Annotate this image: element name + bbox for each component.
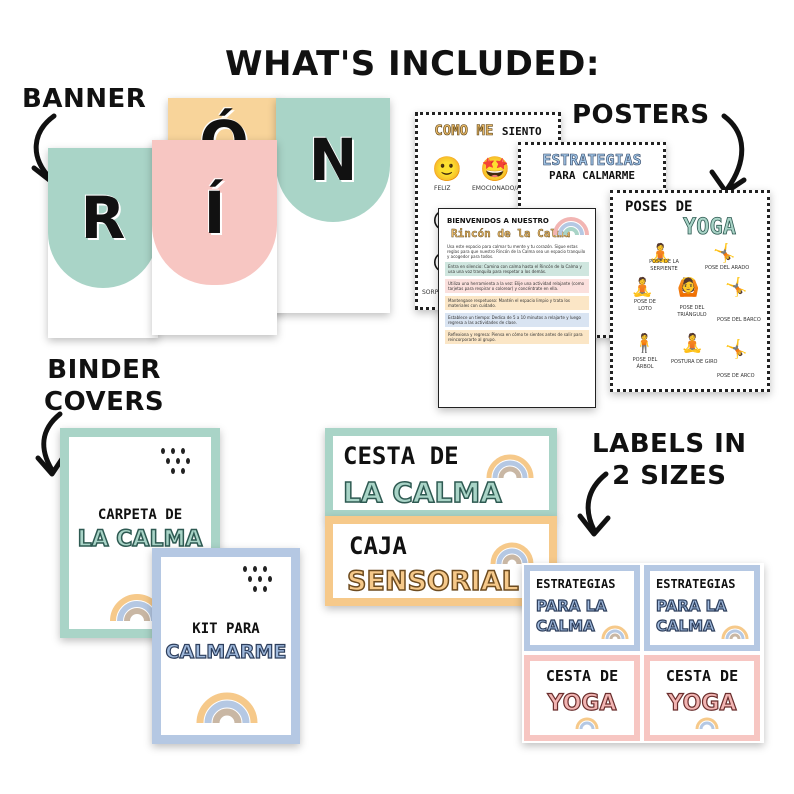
poster-yoga-title-b: YOGA <box>683 215 737 241</box>
rule-list: Entra en silencio: Camina con calma hast… <box>439 262 595 344</box>
poster-rincon-intro: Usa este espacio para calmar tu mente y … <box>447 244 586 259</box>
rainbow-icon <box>553 217 589 236</box>
poster-estrategias-title: ESTRATEGIAS <box>542 151 642 170</box>
small-label-line2: YOGA <box>667 690 737 716</box>
poster-rincon: BIENVENIDOS A NUESTRO Rincón de la Calma… <box>438 208 596 408</box>
binder-section-label: BINDER COVERS <box>44 354 164 418</box>
banner-letter-n: N <box>308 126 358 194</box>
yoga-figure-icon: 🧘 <box>681 333 704 354</box>
rule-item: Establece un tiempo: Dedica de 5 a 10 mi… <box>445 313 589 327</box>
pose-label: POSE DEL BARCO <box>717 317 761 323</box>
raindrops-icon <box>243 566 272 592</box>
banner-letter-r: R <box>80 184 126 252</box>
small-label-line2: PARA LA <box>655 596 727 615</box>
small-labels-sheet: ESTRATEGIAS PARA LA CALMA ESTRATEGIAS PA… <box>522 563 764 743</box>
small-label-line1: ESTRATEGIAS <box>656 577 736 591</box>
binder-label-line2: COVERS <box>44 387 165 417</box>
rule-item: Entra en silencio: Camina con calma hast… <box>445 262 589 276</box>
feeling-label: SORP <box>422 289 439 296</box>
small-label-estrategias: ESTRATEGIAS PARA LA CALMA <box>524 565 640 651</box>
banner-pennant-i: Í <box>152 140 277 285</box>
yoga-figure-icon: 🧘 <box>631 277 654 298</box>
rule-item: Utiliza una herramienta a la vez: Elije … <box>445 279 589 293</box>
pose-label: POSE DEL TRIÁNGULO <box>677 305 707 318</box>
binder-cover-line1: KIT PARA <box>192 621 260 637</box>
banner-pennant-n: N <box>276 98 390 222</box>
raindrops-icon <box>161 448 190 474</box>
large-label-cesta: CESTA DE LA CALMA <box>325 428 557 518</box>
small-label-line1: CESTA DE <box>545 667 619 685</box>
labels-label-line2: 2 SIZES <box>612 461 727 491</box>
rainbow-icon <box>575 717 599 730</box>
rainbow-icon <box>196 692 258 724</box>
pose-label: POSE DEL ARADO <box>705 265 750 271</box>
banner-section-label: BANNER <box>22 84 147 114</box>
rainbow-icon <box>486 454 534 479</box>
small-label-line2: YOGA <box>547 690 617 716</box>
pose-label: POSE DE LOTO <box>634 299 656 312</box>
small-label-line1: CESTA DE <box>665 667 739 685</box>
pose-label: POSTURA DE GIRO <box>671 359 718 365</box>
yoga-figure-icon: 🧍 <box>633 333 656 354</box>
labels-section-label: LABELS IN 2 SIZES <box>592 428 747 492</box>
small-label-line3: CALMA <box>535 616 595 635</box>
poster-como-title: COMO ME SIENTO <box>418 123 558 140</box>
yoga-figure-icon: 🤸 <box>725 339 748 360</box>
banner-letter-i: Í <box>203 178 226 247</box>
arrow-icon <box>577 471 611 537</box>
yoga-figure-icon: 🙆 <box>677 277 700 298</box>
poster-yoga-title-a: POSES DE <box>625 199 693 215</box>
poster-rincon-pre: BIENVENIDOS A NUESTRO <box>447 217 549 225</box>
rainbow-icon <box>601 625 629 640</box>
feeling-label: FELIZ <box>434 185 451 192</box>
rainbow-icon <box>695 717 719 730</box>
posters-section-label: POSTERS <box>572 100 710 130</box>
face-emoji-icon: 🙂 <box>432 155 462 183</box>
arrow-icon <box>709 113 747 195</box>
small-label-yoga: CESTA DE YOGA <box>524 655 640 741</box>
yoga-figure-icon: 🤸 <box>725 277 748 298</box>
pose-label: POSE DE ARCO <box>717 373 755 379</box>
labels-label-line1: LABELS IN <box>592 429 747 459</box>
yoga-figure-icon: 🧘 <box>649 243 672 264</box>
small-label-yoga: CESTA DE YOGA <box>644 655 760 741</box>
rainbow-icon <box>721 625 749 640</box>
yoga-figure-icon: 🤸 <box>713 243 736 264</box>
large-label-line1: CAJA <box>349 532 407 560</box>
large-label-line1: CESTA DE <box>343 442 459 470</box>
rainbow-icon <box>490 542 534 565</box>
large-label-line2: SENSORIAL <box>346 565 519 598</box>
binder-cover-line1: CARPETA DE <box>97 507 183 523</box>
large-label-line2: LA CALMA <box>342 475 502 510</box>
large-label-caja: CAJA SENSORIAL <box>325 516 557 606</box>
small-label-line1: ESTRATEGIAS <box>536 577 616 591</box>
face-emoji-icon: 🤩 <box>480 155 510 183</box>
page-title: WHAT'S INCLUDED: <box>225 44 600 84</box>
pose-label: POSE DEL ÁRBOL <box>632 357 658 370</box>
feeling-label: EMOCIONADO/A <box>472 185 521 192</box>
binder-label-line1: BINDER <box>47 355 161 385</box>
banner-pennant-r: R <box>48 148 158 288</box>
binder-cover-kit: KIT PARA CALMARME <box>152 548 300 744</box>
rule-item: Reflexiona y regresa: Piensa en cómo te … <box>445 330 589 344</box>
poster-estrategias-subtitle: PARA CALMARME <box>548 169 636 182</box>
pose-label: POSE DE LA SERPIENTE <box>649 259 679 272</box>
small-label-line3: CALMA <box>655 616 715 635</box>
small-label-estrategias: ESTRATEGIAS PARA LA CALMA <box>644 565 760 651</box>
poster-como-title-b: SIENTO <box>501 125 542 138</box>
rule-item: Mantengase respetuoso: Mantén el espacio… <box>445 296 589 310</box>
poster-rincon-title: Rincón de la Calma <box>451 227 571 240</box>
small-label-line2: PARA LA <box>535 596 607 615</box>
poster-yoga: POSES DE YOGA 🧘 🤸 POSE DE LA SERPIENTE P… <box>610 190 770 392</box>
poster-como-title-a: COMO ME <box>434 123 494 140</box>
binder-cover-line2: CALMARME <box>165 640 287 663</box>
